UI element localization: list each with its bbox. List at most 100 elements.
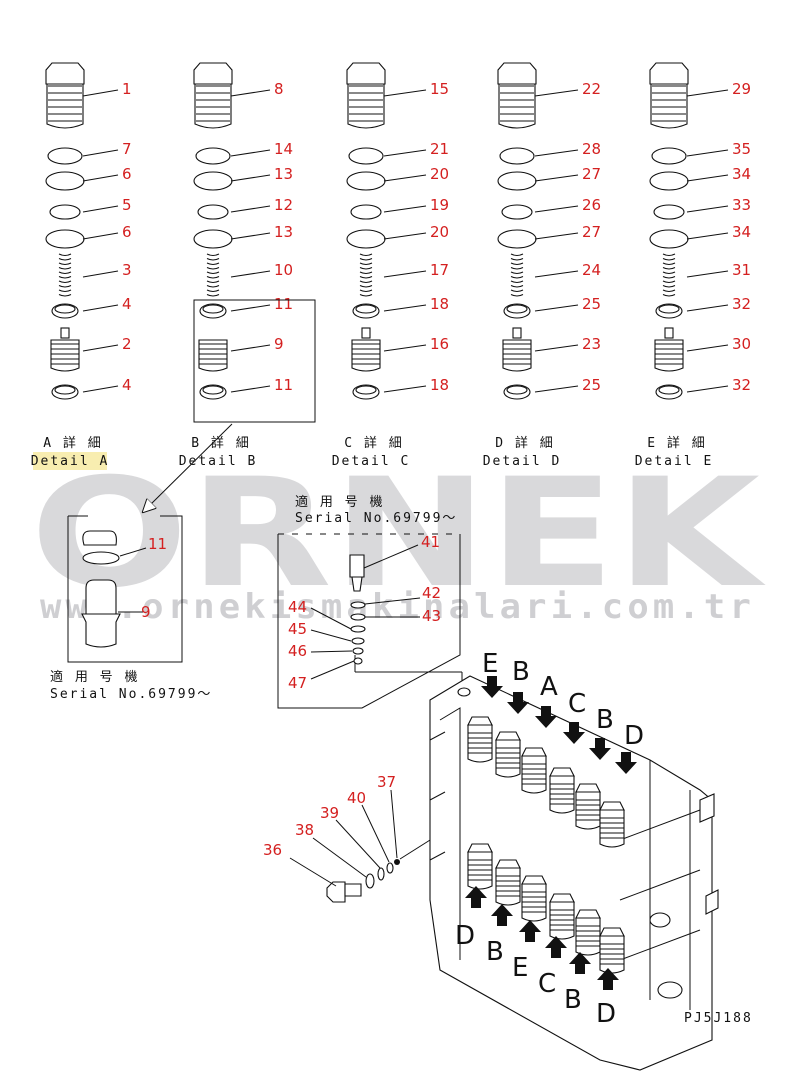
spool-tip — [361, 327, 371, 339]
valve-plug-cap — [575, 909, 601, 919]
valve-letter-bottom: D — [455, 921, 475, 951]
valve-plug-threads — [496, 747, 520, 769]
leader-line — [686, 232, 729, 240]
o-ring — [501, 204, 533, 220]
valve-plug-threads — [522, 763, 546, 785]
leader-line — [534, 149, 579, 157]
plug-body — [650, 83, 688, 129]
part-number-backup-ring: 34 — [732, 223, 751, 241]
o-ring — [653, 204, 685, 220]
valve-letter-top: B — [596, 705, 614, 735]
direction-arrow — [519, 920, 541, 942]
backup-ring — [193, 229, 233, 249]
backup-ring — [351, 637, 365, 645]
plug-threads — [500, 85, 534, 122]
plug-head — [346, 62, 386, 85]
valve-letter-bottom: D — [596, 999, 616, 1029]
plug-body — [347, 83, 385, 129]
ball — [394, 859, 400, 865]
part-number-spring: 10 — [274, 261, 293, 279]
valve-plug-cap — [467, 716, 493, 726]
leader-line — [534, 89, 579, 97]
o-ring — [499, 147, 535, 165]
leader-line — [383, 385, 427, 393]
detail-label-jp: E 詳 細 — [647, 435, 706, 451]
leader-line — [534, 344, 579, 352]
valve-plug — [599, 801, 625, 848]
spring — [510, 253, 524, 297]
plug-threads — [196, 85, 230, 122]
part-number-spool-piston: 16 — [430, 335, 449, 353]
backup-ring — [497, 171, 537, 191]
part-number-plug: 1 — [122, 80, 132, 98]
valve-letter-bottom: E — [512, 953, 528, 983]
valve-plug — [575, 909, 601, 956]
valve-plug-threads — [600, 817, 624, 839]
leader-line — [82, 344, 119, 352]
o-ring — [350, 625, 366, 633]
leader-line — [383, 344, 427, 352]
direction-arrow — [545, 936, 567, 958]
spool-ribs — [352, 343, 380, 365]
valve-plug-threads — [522, 891, 546, 913]
valve-letter-top: B — [512, 657, 530, 687]
part-number-o-ring: 5 — [122, 196, 132, 214]
backup-ring — [193, 171, 233, 191]
valve-plug-cap — [521, 747, 547, 757]
spool-ribs — [199, 343, 227, 365]
part-number-spool-piston: 9 — [274, 335, 284, 353]
backup-ring — [377, 867, 385, 881]
direction-arrow — [535, 706, 557, 728]
part-number-retainer: 11 — [274, 376, 293, 394]
backup-ring — [497, 229, 537, 249]
plug-body — [498, 83, 536, 129]
leader-line — [230, 304, 271, 312]
ring-seal — [82, 551, 120, 565]
leader-line — [82, 89, 119, 97]
watermark-site: www.ornekismakinalari.com.tr — [40, 587, 755, 627]
part-number-backup-ring: 13 — [274, 165, 293, 183]
valve-letter-top: A — [540, 672, 558, 702]
serial-box: 適 用 号 機 Serial No.69799～ 41 42 43 44 45 … — [277, 494, 463, 709]
direction-arrow — [569, 952, 591, 974]
retainer-inner — [506, 385, 528, 395]
valve-plug-cap — [495, 731, 521, 741]
o-ring — [350, 204, 382, 220]
valve-plug-threads — [468, 859, 492, 881]
o-ring — [350, 601, 366, 609]
part-number-retainer: 32 — [732, 376, 751, 394]
serial-label-en: Serial No.69799～ — [295, 511, 457, 526]
valve-letter-bottom: B — [486, 937, 504, 967]
part-number-spring: 3 — [122, 261, 132, 279]
plug-head — [326, 881, 346, 903]
leader-line — [383, 304, 427, 312]
valve-plug-threads — [576, 925, 600, 947]
plug-body — [194, 83, 232, 129]
o-ring — [195, 147, 231, 165]
o-ring — [49, 204, 81, 220]
leader-line — [686, 149, 729, 157]
part-number-plug: 15 — [430, 80, 449, 98]
valve-plug-cap — [521, 875, 547, 885]
spring — [359, 253, 373, 297]
valve-plug-cap — [549, 767, 575, 777]
retainer-inner — [658, 304, 680, 314]
valve-plug-cap — [467, 843, 493, 853]
valve-plug-cap — [575, 783, 601, 793]
leader-line — [686, 174, 729, 182]
spring — [58, 253, 72, 297]
backup-ring — [346, 171, 386, 191]
part-number: 44 — [288, 598, 307, 616]
valve-plug-cap — [549, 893, 575, 903]
plug-head — [649, 62, 689, 85]
plug-head — [45, 62, 85, 85]
valve-plug — [521, 875, 547, 922]
spool-piston — [502, 339, 532, 372]
part-number-retainer: 18 — [430, 376, 449, 394]
spool-piston — [198, 339, 228, 372]
valve-plug — [495, 859, 521, 906]
o-ring — [365, 873, 375, 889]
o-ring — [386, 862, 394, 874]
part-number-o-ring: 21 — [430, 140, 449, 158]
